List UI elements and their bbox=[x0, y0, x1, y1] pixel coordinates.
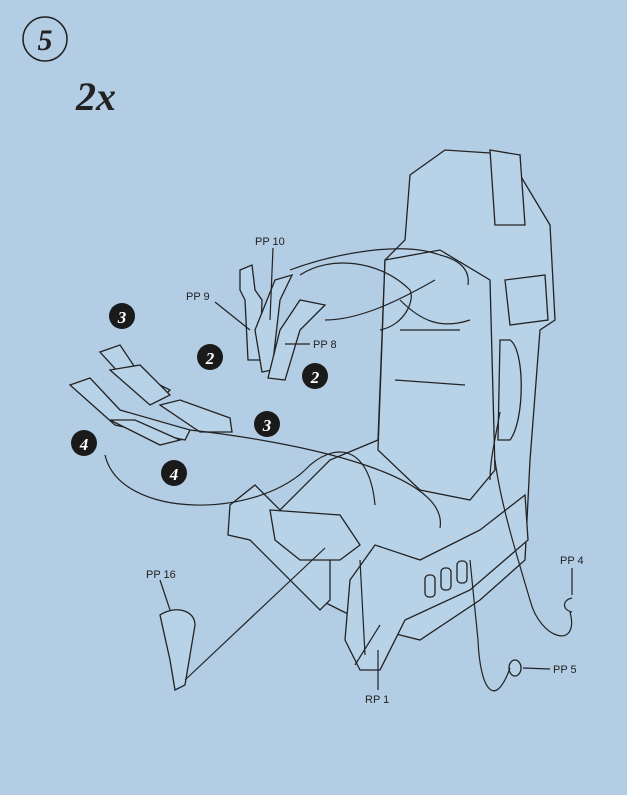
ejection-seat bbox=[227, 149, 556, 671]
svg-text:2: 2 bbox=[310, 368, 320, 387]
assembly-arrows bbox=[104, 248, 573, 692]
step-number-badge: 5 bbox=[22, 16, 68, 62]
quantity-label: 2x bbox=[75, 74, 116, 119]
pp16-part bbox=[159, 609, 196, 691]
shoulder-harness-parts bbox=[239, 262, 412, 381]
svg-text:4: 4 bbox=[79, 435, 89, 454]
callout-3b: 3 bbox=[254, 411, 280, 437]
svg-text:3: 3 bbox=[117, 308, 127, 327]
pp5-part bbox=[508, 659, 522, 677]
label-pp16: PP 16 bbox=[146, 569, 176, 581]
label-pp8: PP 8 bbox=[313, 339, 337, 351]
leader-lines bbox=[159, 247, 573, 690]
callout-4a: 4 bbox=[71, 430, 97, 456]
callout-3a: 3 bbox=[109, 303, 135, 329]
callout-2a: 2 bbox=[197, 344, 223, 370]
label-pp9: PP 9 bbox=[186, 291, 210, 303]
lap-belt-parts bbox=[68, 344, 233, 446]
svg-text:4: 4 bbox=[169, 465, 179, 484]
step-number: 5 bbox=[38, 24, 53, 57]
label-pp5: PP 5 bbox=[553, 664, 577, 676]
svg-text:3: 3 bbox=[262, 416, 272, 435]
label-rp1: RP 1 bbox=[365, 694, 389, 706]
pp4-part bbox=[563, 597, 573, 613]
label-pp4: PP 4 bbox=[560, 555, 584, 567]
svg-text:2: 2 bbox=[205, 349, 215, 368]
callout-4b: 4 bbox=[161, 460, 187, 486]
label-pp10: PP 10 bbox=[255, 236, 285, 248]
callout-2b: 2 bbox=[302, 363, 328, 389]
